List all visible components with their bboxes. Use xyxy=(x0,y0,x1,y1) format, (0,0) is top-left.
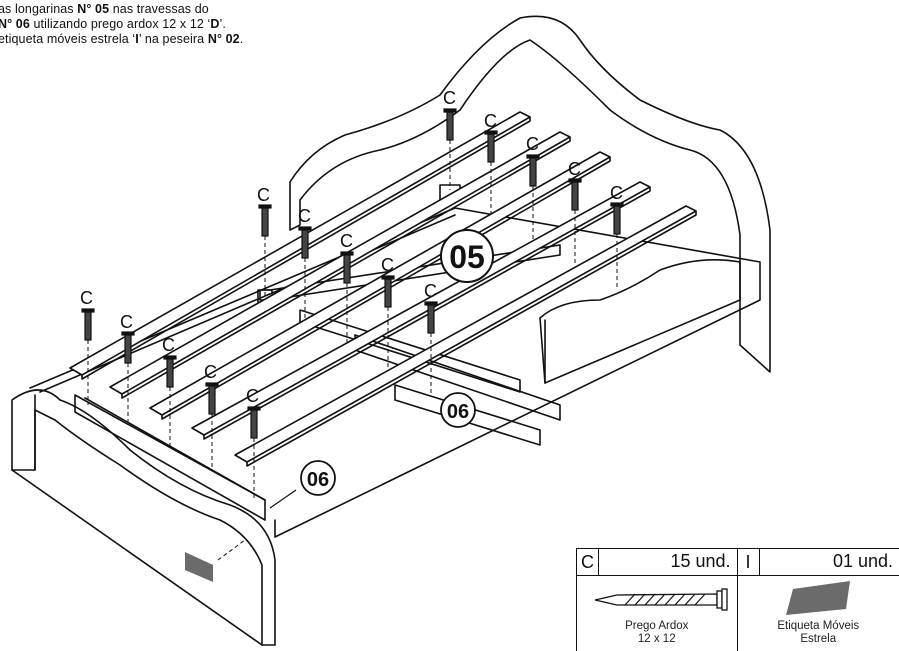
part-c-letter: C xyxy=(577,549,599,575)
slats xyxy=(69,111,697,467)
nail-icon xyxy=(568,178,582,211)
nail-icon xyxy=(247,406,261,439)
nail-icon xyxy=(205,382,219,415)
part-c-name: Prego Ardox 12 x 12 xyxy=(625,620,689,645)
instruction-line: as longarinas N° 05 nas travessas do xyxy=(0,2,378,17)
part-i-letter: I xyxy=(738,549,760,575)
nail-label: C xyxy=(204,362,217,382)
nail-icon xyxy=(610,202,624,235)
part-c-quantity: 15 und. xyxy=(670,551,731,571)
nail-label: C xyxy=(298,206,311,226)
nail-icon xyxy=(163,355,177,388)
nail-icon xyxy=(424,301,438,334)
instruction-bold-run: D xyxy=(210,17,220,31)
nail-label: C xyxy=(484,111,497,131)
instruction-run: . xyxy=(239,32,244,46)
nail-icon xyxy=(381,275,395,308)
part-i-quantity: 01 und. xyxy=(832,551,893,571)
instruction-run: ’ na peseira xyxy=(138,32,208,46)
svg-text:05: 05 xyxy=(449,239,485,275)
instruction-bold-run: N° 05 xyxy=(77,2,110,16)
nail-label: C xyxy=(340,231,353,251)
nails xyxy=(81,108,624,439)
instruction-run: as longarinas xyxy=(0,2,78,16)
svg-text:06: 06 xyxy=(447,401,469,423)
label-sticker-icon xyxy=(185,552,213,582)
part-c-cell: C 15 und. Prego Ardox 12 x 12 xyxy=(577,549,738,651)
instruction-bold-run: N° 02 xyxy=(207,32,240,46)
part-i-name: Etiqueta Móveis Estrela xyxy=(777,620,860,645)
nail-icon xyxy=(121,331,135,364)
part-i-header: I 01 und. xyxy=(737,549,899,576)
label-sticker-icon xyxy=(785,581,850,615)
nail-label: C xyxy=(424,281,437,301)
parts-list: C 15 und. Prego Ardox 12 x 12 I 01 und. xyxy=(576,548,899,651)
instruction-line: N° 06 utilizando prego ardox 12 x 12 ‘D’… xyxy=(0,17,378,32)
nail-label: C xyxy=(526,134,539,154)
nail-label: C xyxy=(381,255,394,275)
nail-label: C xyxy=(610,183,623,203)
nail-icon xyxy=(340,251,354,284)
part-c-header: C 15 und. xyxy=(577,549,737,576)
side-drawer-panel xyxy=(539,258,741,384)
nail-icon xyxy=(81,308,95,341)
instruction-bold-run: I xyxy=(135,32,139,46)
nail-icon xyxy=(526,154,540,187)
nail-icon xyxy=(443,108,457,141)
nail-label: C xyxy=(120,312,133,332)
instruction-run: utilizando prego ardox 12 x 12 ‘ xyxy=(29,17,211,31)
nail-label: C xyxy=(162,335,175,355)
headboard-panel xyxy=(289,15,771,373)
nail-label: C xyxy=(568,159,581,179)
nail-label: C xyxy=(443,88,456,108)
nail-label: C xyxy=(80,288,93,308)
footboard-panel xyxy=(11,389,276,646)
nail-icon xyxy=(258,204,272,237)
badge-slat-part: 05 xyxy=(440,229,494,283)
instruction-run: ’. xyxy=(219,17,226,31)
badge-crossbar-front: 06 xyxy=(440,392,476,428)
nail-icon xyxy=(484,130,498,163)
instruction-bold-run: N° 06 xyxy=(0,17,30,31)
nail-icon xyxy=(298,226,312,259)
instruction-line: etiqueta móveis estrela ‘I’ na peseira N… xyxy=(0,32,378,47)
nail-label: C xyxy=(246,386,259,406)
instruction-run: nas travessas do xyxy=(109,2,209,16)
part-i-cell: I 01 und. Etiqueta Móveis Estrela xyxy=(737,549,899,651)
nail-icon xyxy=(594,588,728,611)
nail-labels: C C C C C C C C C C C C C C C xyxy=(80,88,623,406)
nail-guides xyxy=(87,140,618,561)
nail-label: C xyxy=(257,185,270,205)
badge-crossbar-back: 06 xyxy=(269,460,336,509)
svg-text:06: 06 xyxy=(307,469,329,491)
instruction-run: etiqueta móveis estrela ‘ xyxy=(0,32,136,46)
